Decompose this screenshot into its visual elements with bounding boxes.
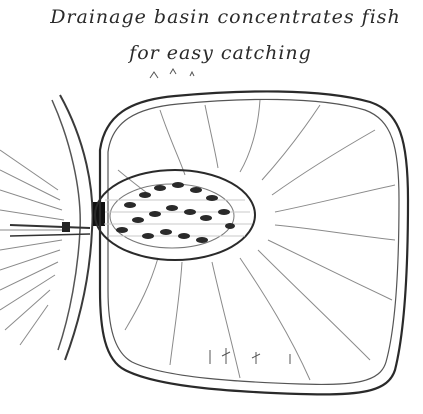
left-bank-hatching: [0, 95, 93, 360]
fish: [149, 211, 161, 217]
fish: [172, 182, 184, 188]
fish: [166, 205, 178, 211]
fish: [196, 237, 208, 243]
fish: [206, 195, 218, 201]
fish: [124, 202, 136, 208]
drainage-channels: [118, 100, 395, 380]
fish: [184, 209, 196, 215]
fish: [132, 217, 144, 223]
outlet-mark: [62, 222, 70, 232]
fish: [116, 227, 128, 233]
fish: [142, 233, 154, 239]
fish: [225, 223, 235, 229]
fish: [218, 209, 230, 215]
fish: [160, 229, 172, 235]
fish: [200, 215, 212, 221]
fish: [178, 233, 190, 239]
fish: [139, 192, 151, 198]
fish: [190, 187, 202, 193]
fish: [154, 185, 166, 191]
embankment-marks: [150, 69, 290, 364]
